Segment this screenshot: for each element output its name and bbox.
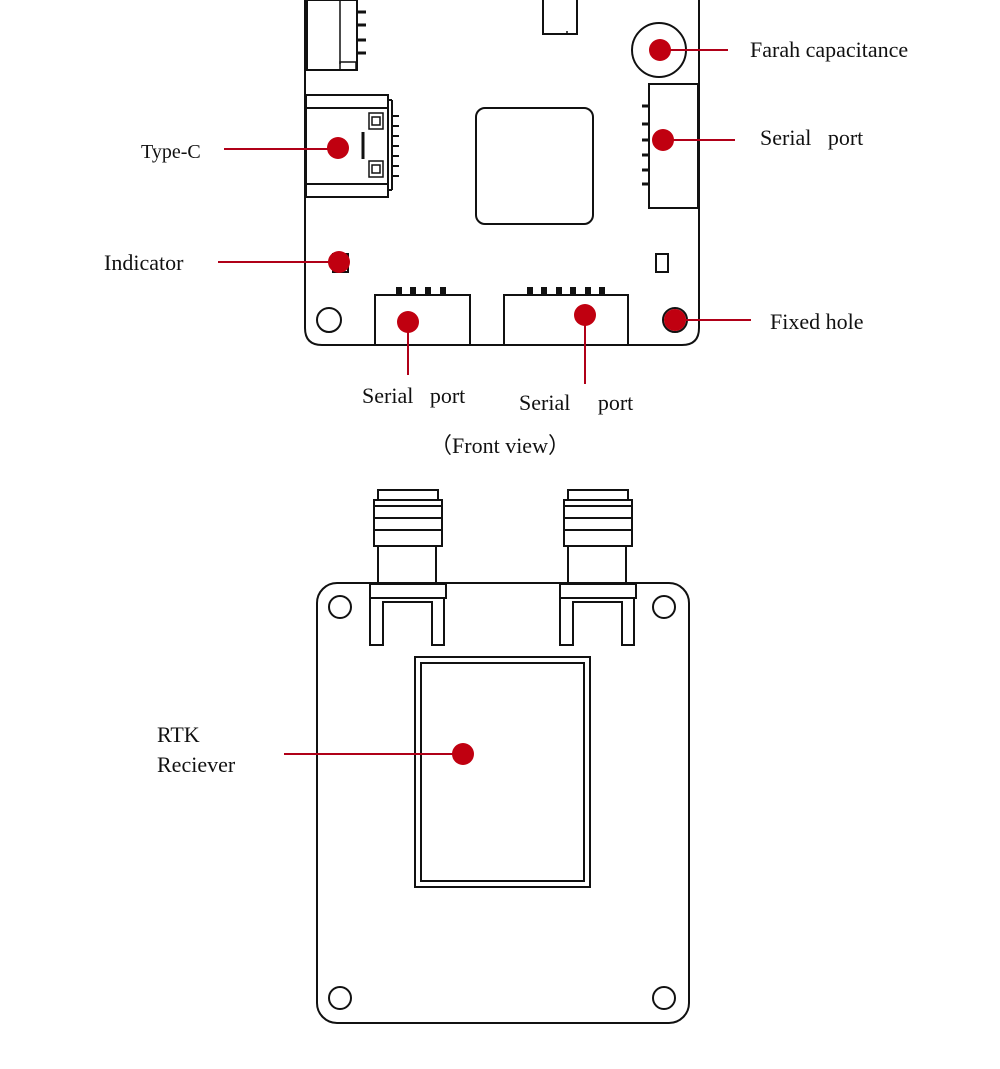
marker-rtk-receiver <box>452 743 474 765</box>
caption-front-view: （Front view） <box>430 433 570 458</box>
front-board <box>304 0 700 346</box>
label-fixed-hole: Fixed hole <box>770 309 864 334</box>
back-board <box>316 489 690 1024</box>
rtk-receiver-module-inner <box>420 662 585 882</box>
marker-serial-bottom-right <box>574 304 596 326</box>
marker-type-c <box>327 137 349 159</box>
marker-farah <box>649 39 671 61</box>
marker-serial-bottom-left <box>397 311 419 333</box>
mount-hole-bottom-right <box>652 986 676 1010</box>
bottom-left-serial-connector <box>374 294 471 346</box>
type-c-connector <box>305 94 399 198</box>
label-farah-capacitance: Farah capacitance <box>750 37 908 62</box>
marker-serial-right <box>652 129 674 151</box>
main-chip <box>475 107 594 225</box>
antenna-connector-left <box>369 489 447 646</box>
small-component-right <box>655 253 669 273</box>
label-serial-port-right: Serial port <box>760 125 863 150</box>
top-middle-component <box>542 0 578 35</box>
marker-fixed-hole <box>664 309 686 331</box>
back-callouts <box>284 743 474 765</box>
label-indicator: Indicator <box>104 250 184 275</box>
marker-indicator <box>328 251 350 273</box>
mount-hole-bottom-left <box>328 986 352 1010</box>
mount-hole-top-right <box>652 595 676 619</box>
right-serial-connector <box>648 83 699 209</box>
rtk-receiver-module-outer <box>414 656 591 888</box>
label-rtk: RTK <box>157 722 200 747</box>
top-left-connector <box>306 0 358 71</box>
label-reciever: Reciever <box>157 752 236 777</box>
antenna-connector-right <box>559 489 637 646</box>
front-board-outline <box>304 0 700 346</box>
mount-hole-top-left <box>328 595 352 619</box>
bottom-right-serial-connector <box>503 294 629 346</box>
label-serial-port-bottom-right: Serial port <box>519 390 633 415</box>
label-type-c: Type-C <box>141 141 201 163</box>
fixed-hole-left <box>316 307 342 333</box>
back-board-outline <box>316 582 690 1024</box>
label-serial-port-bottom-left: Serial port <box>362 383 465 408</box>
front-callouts <box>218 39 751 384</box>
